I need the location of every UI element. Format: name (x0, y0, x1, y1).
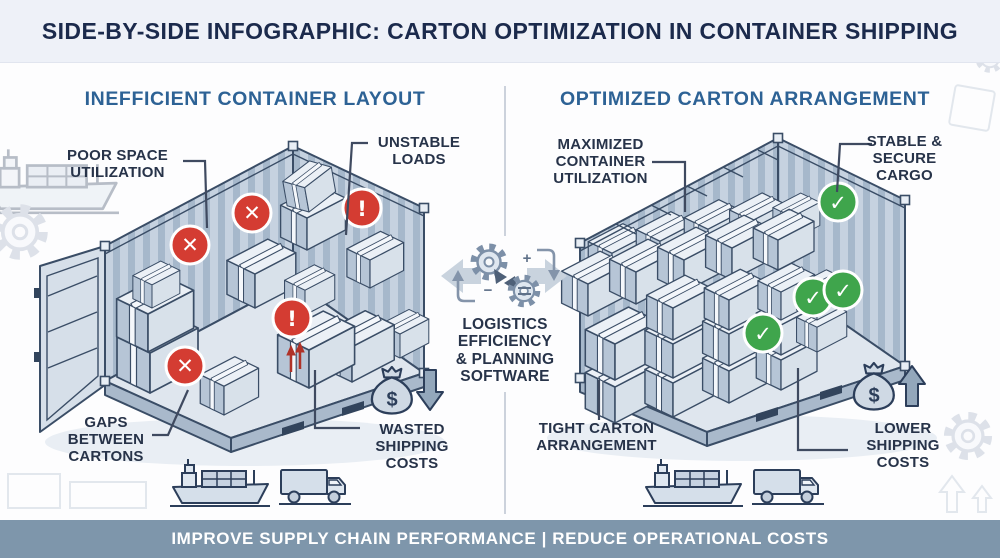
sync-arrow-icon (494, 269, 507, 284)
success-check-icon: ✓ (829, 191, 847, 215)
callout-unstable-loads: UNSTABLE LOADS (377, 134, 461, 169)
callout-gaps-between-cartons: GAPS BETWEEN CARTONS (67, 414, 145, 466)
footer-banner: IMPROVE SUPPLY CHAIN PERFORMANCE | REDUC… (0, 520, 1000, 558)
warning-exclaim-icon: ! (287, 307, 297, 331)
callout-stable-secure-cargo: STABLE & SECURE CARGO (866, 133, 943, 185)
dollar-icon: $ (386, 389, 397, 411)
deco-arrow-icon (971, 484, 993, 513)
right-panel-title: OPTIMIZED CARTON ARRANGEMENT (560, 88, 930, 110)
callout-wasted-shipping-costs: WASTED SHIPPING COSTS (375, 421, 449, 473)
truck-icon (751, 469, 825, 505)
center-software-label: LOGISTICS EFFICIENCY & PLANNING SOFTWARE (455, 316, 555, 386)
callout-tight-carton-arrangement: TIGHT CARTON ARRANGEMENT (536, 420, 657, 455)
error-x-icon: ✕ (176, 354, 194, 378)
optimized-container-illustration: ✓ ✓ ✓ ✓ (547, 132, 937, 461)
deco-box-icon (948, 84, 996, 132)
header-band: SIDE-BY-SIDE INFOGRAPHIC: CARTON OPTIMIZ… (0, 0, 1000, 63)
minus-icon: − (484, 282, 493, 299)
deco-gear-icon (0, 210, 43, 255)
lower-cost-icon: $ (852, 361, 926, 411)
callout-lower-shipping-costs: LOWER SHIPPING COSTS (866, 420, 940, 472)
inefficient-container-illustration: ✕ ✕ ✕ ! ! (34, 140, 445, 466)
cargo-ship-icon (169, 458, 271, 507)
success-check-icon: ✓ (804, 286, 822, 310)
open-door (34, 245, 106, 433)
deco-building-icon (7, 473, 61, 509)
deco-building-icon (69, 481, 147, 509)
software-icon-cluster: + − (441, 247, 567, 304)
shift-arrows-icon (286, 341, 305, 372)
cargo-ship-icon (642, 458, 744, 507)
left-panel-title: INEFFICIENT CONTAINER LAYOUT (84, 88, 426, 110)
wasted-cost-icon: $ (370, 365, 444, 415)
corner-castings (574, 132, 911, 384)
callout-maximized-utilization: MAXIMIZED CONTAINER UTILIZATION (553, 136, 648, 188)
footer-text: IMPROVE SUPPLY CHAIN PERFORMANCE | REDUC… (171, 529, 829, 548)
roof-crossbars (615, 149, 779, 235)
success-check-icon: ✓ (754, 322, 772, 346)
dollar-icon: $ (868, 385, 879, 407)
truck-icon (278, 469, 352, 505)
error-x-icon: ✕ (181, 233, 199, 257)
arrow-right-icon (527, 259, 567, 293)
callout-poor-space: POOR SPACE UTILIZATION (67, 147, 168, 182)
callout-leader-lines (152, 141, 872, 452)
warning-exclaim-icon: ! (357, 197, 367, 221)
deco-arrow-icon (938, 474, 966, 513)
success-check-icon: ✓ (834, 279, 852, 303)
error-x-icon: ✕ (243, 201, 261, 225)
main-title: SIDE-BY-SIDE INFOGRAPHIC: CARTON OPTIMIZ… (41, 17, 959, 44)
plus-icon: + (523, 250, 532, 267)
